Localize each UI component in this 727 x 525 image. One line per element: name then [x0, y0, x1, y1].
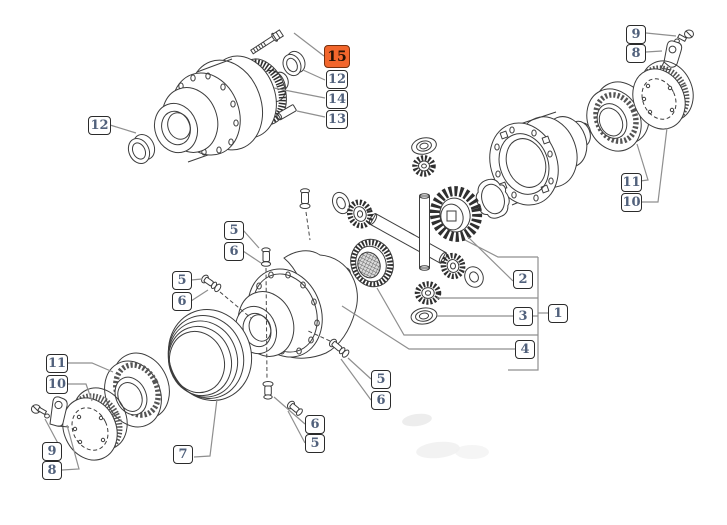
callout-7[interactable]: 7 [173, 445, 193, 464]
callout-4[interactable]: 4 [515, 340, 535, 359]
bolt-axis-dashes [219, 211, 331, 381]
lock-bolt-bottom-left[interactable] [30, 404, 50, 419]
small-bevel-gear-left[interactable] [346, 199, 374, 229]
callout-5-left[interactable]: 5 [172, 271, 192, 290]
gasket-right[interactable] [472, 175, 514, 222]
nut-set-bottom[interactable] [262, 381, 274, 400]
bottom-bevel-gear[interactable] [414, 281, 442, 305]
bolt-set-upper[interactable] [299, 188, 311, 209]
callout-8-bl[interactable]: 8 [42, 461, 62, 480]
splined-ring-right[interactable] [623, 52, 703, 137]
taper-roller-bearing-left[interactable] [94, 344, 180, 436]
washer-right-center[interactable] [461, 264, 486, 291]
callout-12-col[interactable]: 12 [326, 70, 348, 89]
bolt-set-top[interactable] [260, 247, 272, 267]
seal-ring-right[interactable] [280, 48, 309, 78]
callout-11-bl[interactable]: 11 [46, 354, 68, 373]
bolt-bottom-angled[interactable] [286, 400, 304, 417]
faint-smudges [402, 413, 489, 459]
small-bevel-gear-right[interactable] [440, 252, 466, 280]
callout-14[interactable]: 14 [326, 90, 348, 109]
callout-6-bottom[interactable]: 6 [305, 415, 325, 434]
callout-10-tr[interactable]: 10 [621, 193, 642, 212]
callout-6-left[interactable]: 6 [172, 292, 192, 311]
pinion-pin[interactable] [419, 193, 430, 271]
lock-tab-top-right[interactable] [660, 40, 683, 71]
callout-12-left[interactable]: 12 [88, 116, 111, 135]
differential-housing-assembly[interactable] [148, 47, 295, 165]
bevel-side-gear-2[interactable] [429, 186, 483, 242]
mounting-bolt-15[interactable] [249, 29, 285, 56]
bearing-race-ring-7[interactable] [156, 298, 265, 412]
thrust-washer-3[interactable] [410, 306, 438, 325]
callout-15-selected[interactable]: 15 [324, 45, 350, 68]
callout-1[interactable]: 1 [548, 304, 568, 323]
washer-left-center[interactable] [329, 190, 352, 216]
callout-2[interactable]: 2 [513, 270, 533, 289]
callout-10-bl[interactable]: 10 [46, 375, 68, 394]
seal-ring-left[interactable] [124, 131, 158, 167]
splined-ring-left[interactable] [53, 379, 137, 469]
callout-3[interactable]: 3 [513, 307, 533, 326]
callout-8-tr[interactable]: 8 [626, 44, 646, 63]
callout-9-tr[interactable]: 9 [626, 25, 646, 44]
bolt-set-right[interactable] [328, 338, 350, 359]
lock-bolt-top-right[interactable] [674, 29, 694, 44]
mesh-hub[interactable] [345, 234, 400, 293]
callout-9-bl[interactable]: 9 [42, 442, 62, 461]
callout-6-top[interactable]: 6 [224, 242, 244, 261]
small-bevel-gear-top[interactable] [412, 155, 436, 177]
dowel-pin-13[interactable] [276, 104, 297, 121]
callout-11-tr[interactable]: 11 [621, 173, 642, 192]
callout-6-right[interactable]: 6 [371, 391, 391, 410]
lock-tab-bottom-left[interactable] [49, 396, 70, 428]
taper-roller-bearing-right[interactable] [577, 73, 659, 160]
callout-5-bottom[interactable]: 5 [305, 434, 325, 453]
callout-13[interactable]: 13 [326, 110, 348, 129]
washer-top-center[interactable] [410, 136, 438, 157]
leader-lines [44, 32, 677, 471]
callout-5-top[interactable]: 5 [224, 221, 244, 240]
bolt-set-left[interactable] [200, 274, 222, 293]
callout-5-right[interactable]: 5 [371, 370, 391, 389]
